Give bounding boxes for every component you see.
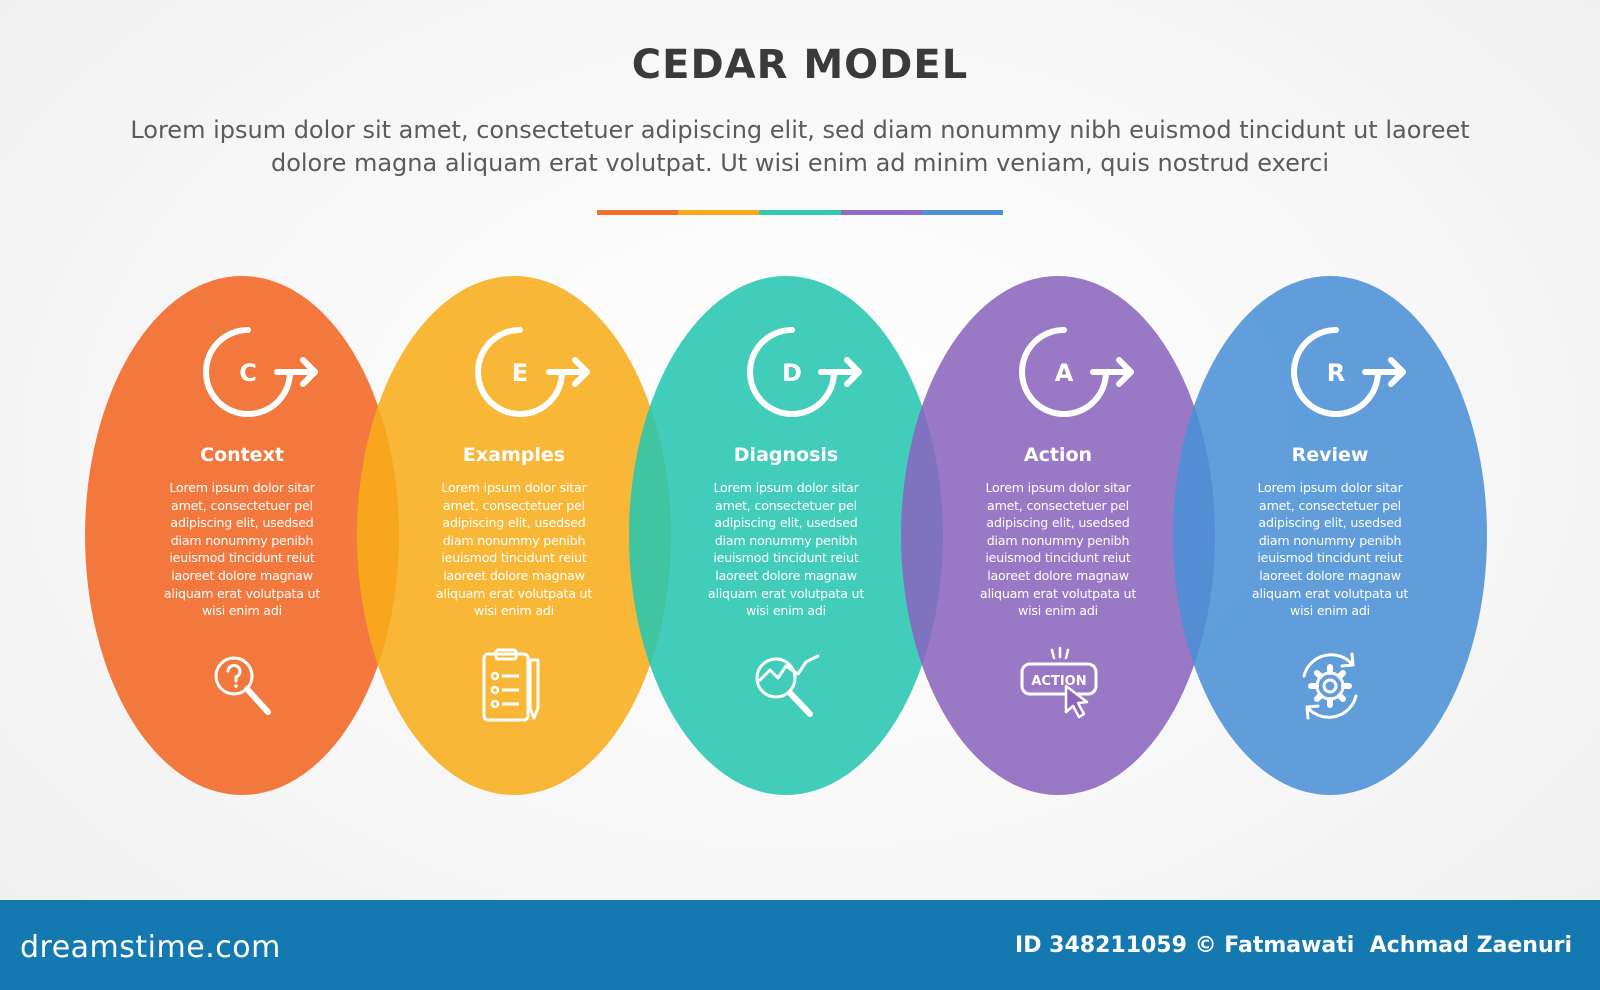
step-letter: C [239,359,257,387]
clipboard-checklist-icon [482,648,540,722]
divider-segment [678,210,760,215]
step-letter: E [512,359,528,387]
step-heading: Context [200,444,284,466]
page-subtitle: Lorem ipsum dolor sit amet, consectetuer… [130,116,1470,177]
step-diagnosis: D Diagnosis Lorem ipsum dolor sitar amet… [629,276,943,795]
step-body: Lorem ipsum dolor sitar amet, consectetu… [979,480,1137,619]
oval-action [901,276,1215,795]
oval-diagnosis [629,276,943,795]
color-divider [597,210,1004,215]
oval-examples [357,276,671,795]
step-action: A Action Lorem ipsum dolor sitar amet, c… [901,276,1215,795]
step-letter: A [1055,359,1074,387]
step-body: Lorem ipsum dolor sitar amet, consectetu… [435,480,593,619]
step-context: C Context Lorem ipsum dolor sitar amet, … [85,276,399,795]
brand-watermark: dreamstime.com [20,930,281,965]
image-credit: ID 348211059 © Fatmawati Achmad Zaenuri [1015,933,1572,958]
page-title: CEDAR MODEL [631,42,969,88]
oval-review [1173,276,1487,795]
step-letter-icon: R [1291,327,1406,417]
gear-cycle-icon [1302,652,1358,720]
action-icon-label: ACTION [1031,674,1086,689]
step-body: Lorem ipsum dolor sitar amet, consectetu… [707,480,865,619]
step-letter-icon: E [475,327,590,417]
divider-segment [840,210,922,215]
step-examples: E Examples Lorem ipsum dolor sitar amet,… [357,276,671,795]
stock-footer-bar: dreamstime.com ID 348211059 © Fatmawati … [0,900,1600,990]
step-heading: Review [1291,444,1369,466]
cedar-diagram: C Context Lorem ipsum dolor sitar amet, … [85,276,1487,795]
step-heading: Diagnosis [733,444,839,466]
step-review: R Review Lorem ipsum dolor sitar amet, c… [1173,276,1487,795]
divider-segment [597,210,679,215]
step-heading: Examples [462,444,566,466]
step-body: Lorem ipsum dolor sitar amet, consectetu… [1251,480,1409,619]
question-magnifier-icon [214,656,271,715]
step-heading: Action [1023,444,1093,466]
divider-segment [759,210,841,215]
divider-segment [921,210,1004,215]
step-letter: D [782,359,802,387]
step-letter: R [1327,359,1345,387]
step-letter-icon: D [747,327,862,417]
analysis-magnifier-icon [755,654,820,717]
action-button-cursor-icon: ACTION [1020,646,1098,719]
step-letter-icon: C [203,327,318,417]
oval-context [85,276,399,795]
step-body: Lorem ipsum dolor sitar amet, consectetu… [163,480,321,619]
step-letter-icon: A [1019,327,1134,417]
